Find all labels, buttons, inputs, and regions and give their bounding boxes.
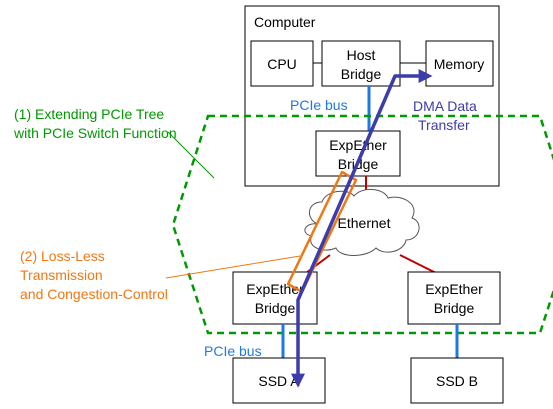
dma-transfer-label-line2: Transfer (418, 117, 470, 133)
lossless-annotation-line2: Transmission (20, 267, 103, 283)
host-bridge-label-line2: Bridge (341, 66, 382, 82)
expether-bridge-a-box (232, 271, 318, 325)
host-bridge-label-line1: Host (347, 47, 376, 63)
memory-box (425, 40, 494, 87)
expether-bridge-b-label-line2: Bridge (434, 300, 475, 316)
ethernet-label: Ethernet (338, 215, 391, 231)
lossless-annotation-line3: and Congestion-Control (20, 286, 168, 302)
memory-label: Memory (434, 56, 485, 72)
ssd-a-label: SSD A (258, 373, 300, 389)
expether-bridge-a-label-line2: Bridge (255, 300, 296, 316)
expether-bridge-b-box (407, 271, 501, 325)
computer-title: Computer (254, 14, 316, 30)
switch-annotation-leader (167, 131, 215, 179)
expether-bridge-host-label-line1: ExpEther (329, 137, 387, 153)
lossless-annotation-line1: (2) Loss-Less (20, 248, 105, 264)
dma-transfer-label-line1: DMA Data (413, 98, 477, 114)
expether-bridge-b-label-line1: ExpEther (425, 281, 483, 297)
dma-transfer-path (291, 69, 433, 388)
lossless-annotation-leader (165, 255, 301, 279)
switch-annotation-line1: (1) Extending PCIe Tree (14, 106, 164, 122)
ssd-b-label: SSD B (436, 373, 478, 389)
switch-annotation-line2: with PCIe Switch Function (13, 125, 177, 141)
pcie-bus-host-label: PCIe bus (290, 97, 348, 113)
cpu-label: CPU (267, 56, 297, 72)
pcie-bus-ssd-label: PCIe bus (204, 343, 262, 359)
